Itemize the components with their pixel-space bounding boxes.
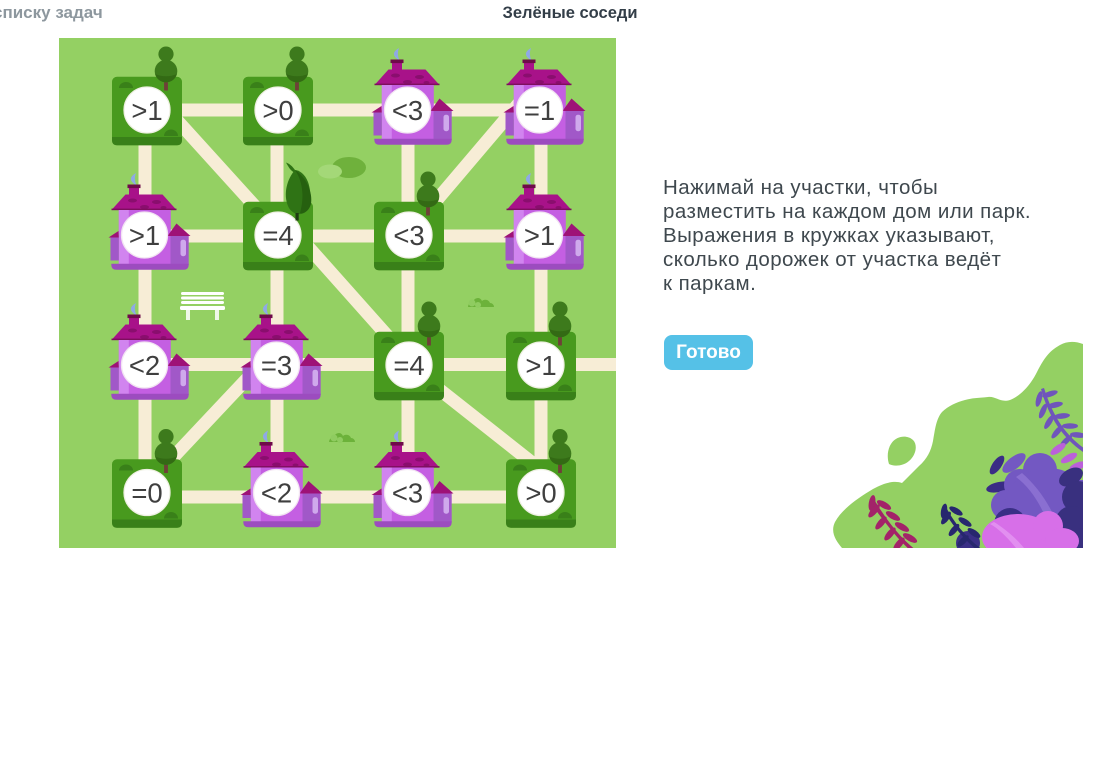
svg-text:<3: <3 xyxy=(392,478,423,509)
svg-text:>0: >0 xyxy=(262,95,293,126)
svg-text:<2: <2 xyxy=(261,478,292,509)
svg-text:>1: >1 xyxy=(524,220,555,251)
svg-text:<3: <3 xyxy=(392,95,423,126)
svg-text:>1: >1 xyxy=(131,95,162,126)
svg-text:=4: =4 xyxy=(393,350,424,381)
svg-text:=3: =3 xyxy=(261,350,292,381)
svg-text:=1: =1 xyxy=(524,95,555,126)
svg-text:>1: >1 xyxy=(129,220,160,251)
svg-text:<3: <3 xyxy=(393,220,424,251)
svg-text:=4: =4 xyxy=(262,220,293,251)
svg-text:>0: >0 xyxy=(525,478,556,509)
svg-text:>1: >1 xyxy=(525,350,556,381)
svg-text:=0: =0 xyxy=(131,478,162,509)
svg-text:<2: <2 xyxy=(129,350,160,381)
